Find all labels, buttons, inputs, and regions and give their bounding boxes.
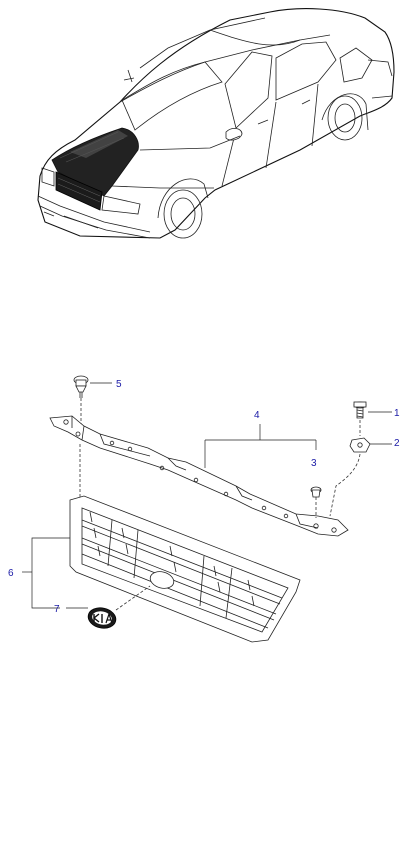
part-2-nut-clip (329, 437, 392, 517)
part-5-clip (73, 375, 112, 424)
part-6-radiator-grille (22, 495, 301, 643)
callout-3: 3 (311, 458, 317, 469)
callout-5: 5 (116, 379, 122, 390)
callout-7: 7 (54, 604, 60, 615)
callout-6: 6 (8, 568, 14, 579)
part-7-emblem (66, 585, 151, 629)
callout-4: 4 (254, 410, 260, 421)
part-1-screw (353, 401, 392, 436)
part-4-bracket (49, 415, 349, 537)
callout-2: 2 (394, 438, 400, 449)
part-3-clip (310, 486, 322, 518)
car-illustration (37, 8, 395, 239)
callout-1: 1 (394, 408, 400, 419)
